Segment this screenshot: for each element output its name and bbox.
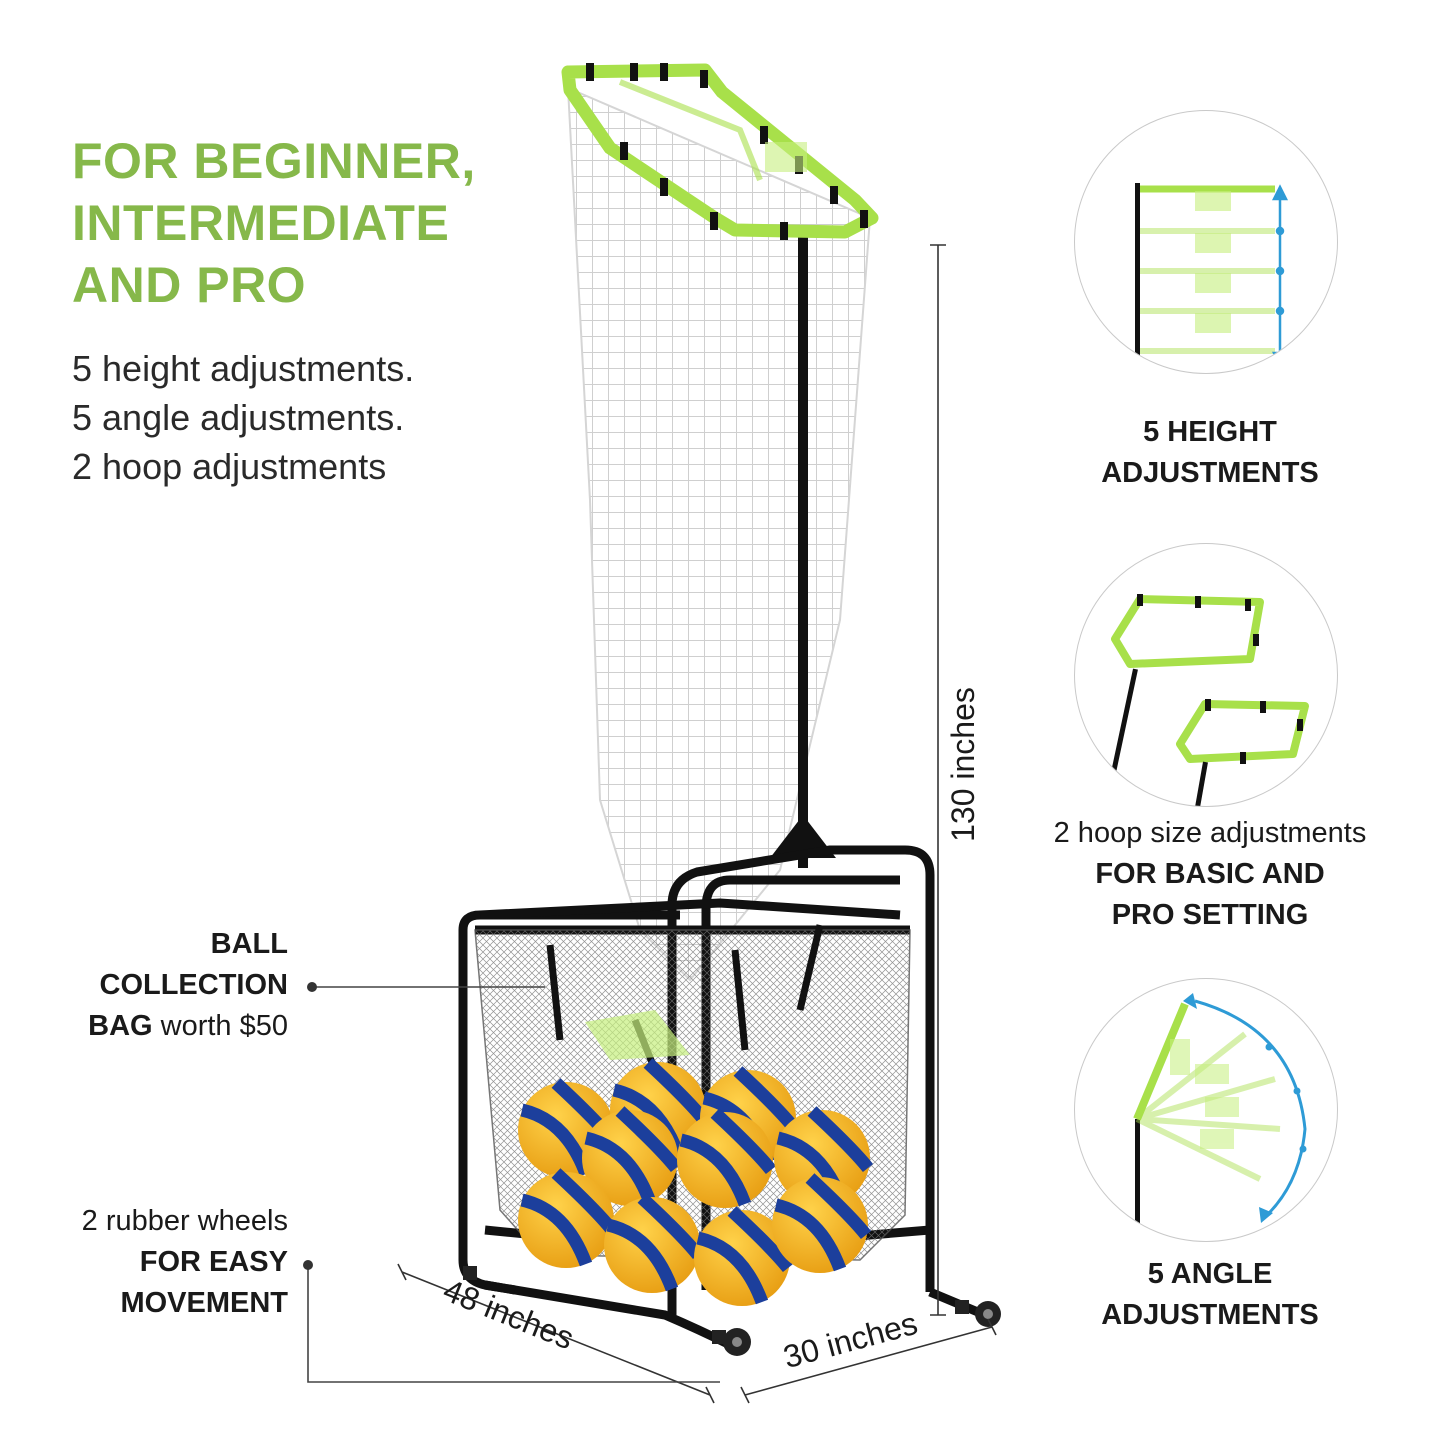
angle-adjust-circle (1074, 978, 1338, 1242)
angle-adjust-illustration (1133, 993, 1307, 1241)
hoop-adjust-illustration (1104, 594, 1309, 806)
hoop-caption-light: 2 hoop size adjustments (1053, 817, 1367, 849)
volleyball (694, 1206, 794, 1306)
feature-item: 2 hoop adjustments (72, 446, 387, 487)
feature-item: 5 height adjustments. (72, 348, 415, 389)
wheels-bold-1: FOR EASY (139, 1246, 288, 1278)
headline-line-2: INTERMEDIATE (72, 195, 450, 251)
ball-bag-worth: worth $50 (152, 1010, 288, 1042)
height-dimension-label: 130 inches (944, 687, 981, 842)
height-caption-line-2: ADJUSTMENTS (1101, 457, 1319, 489)
volleyballs (518, 1058, 874, 1306)
callout-lines (307, 986, 720, 1383)
headline: FOR BEGINNER, INTERMEDIATE AND PRO (72, 130, 542, 316)
main-hoop (561, 63, 879, 240)
hoop-caption-line-2: PRO SETTING (1111, 899, 1309, 931)
volleyball (772, 1173, 872, 1273)
main-pole (798, 228, 808, 868)
angle-caption-line-2: ADJUSTMENTS (1101, 1299, 1319, 1331)
hoop-adjust-circle (1074, 543, 1338, 807)
hoop-caption: 2 hoop size adjustments FOR BASIC AND PR… (1010, 813, 1410, 936)
angle-caption-line-1: 5 ANGLE (1147, 1258, 1273, 1290)
angle-caption: 5 ANGLE ADJUSTMENTS (1060, 1254, 1360, 1336)
wheels-light: 2 rubber wheels (81, 1205, 288, 1237)
height-adjust-illustration (1135, 183, 1289, 368)
wheels-bold-2: MOVEMENT (120, 1287, 288, 1319)
volleyball (518, 1168, 618, 1268)
wheels-callout: 2 rubber wheels FOR EASY MOVEMENT (20, 1201, 288, 1324)
headline-line-3: AND PRO (72, 257, 307, 313)
volleyball (604, 1193, 704, 1293)
hoop-caption-line-1: FOR BASIC AND (1095, 858, 1325, 890)
ball-bag-bold-1: BALL (210, 928, 288, 960)
ball-bag-bold-2: COLLECTION (99, 969, 289, 1001)
volleyball (677, 1108, 777, 1208)
height-caption-line-1: 5 HEIGHT (1143, 416, 1277, 448)
dimension-lines (397, 244, 997, 1404)
ball-bag-callout: BALL COLLECTION BAG worth $50 (20, 924, 288, 1047)
height-adjust-circle (1074, 110, 1338, 374)
headline-line-1: FOR BEGINNER, (72, 133, 476, 189)
volleyball (582, 1106, 682, 1206)
height-caption: 5 HEIGHT ADJUSTMENTS (1060, 412, 1360, 494)
ball-bag-bold-3: BAG (88, 1010, 153, 1042)
feature-item: 5 angle adjustments. (72, 397, 405, 438)
feature-list: 5 height adjustments. 5 angle adjustment… (72, 344, 414, 491)
wheels (463, 1266, 1001, 1356)
